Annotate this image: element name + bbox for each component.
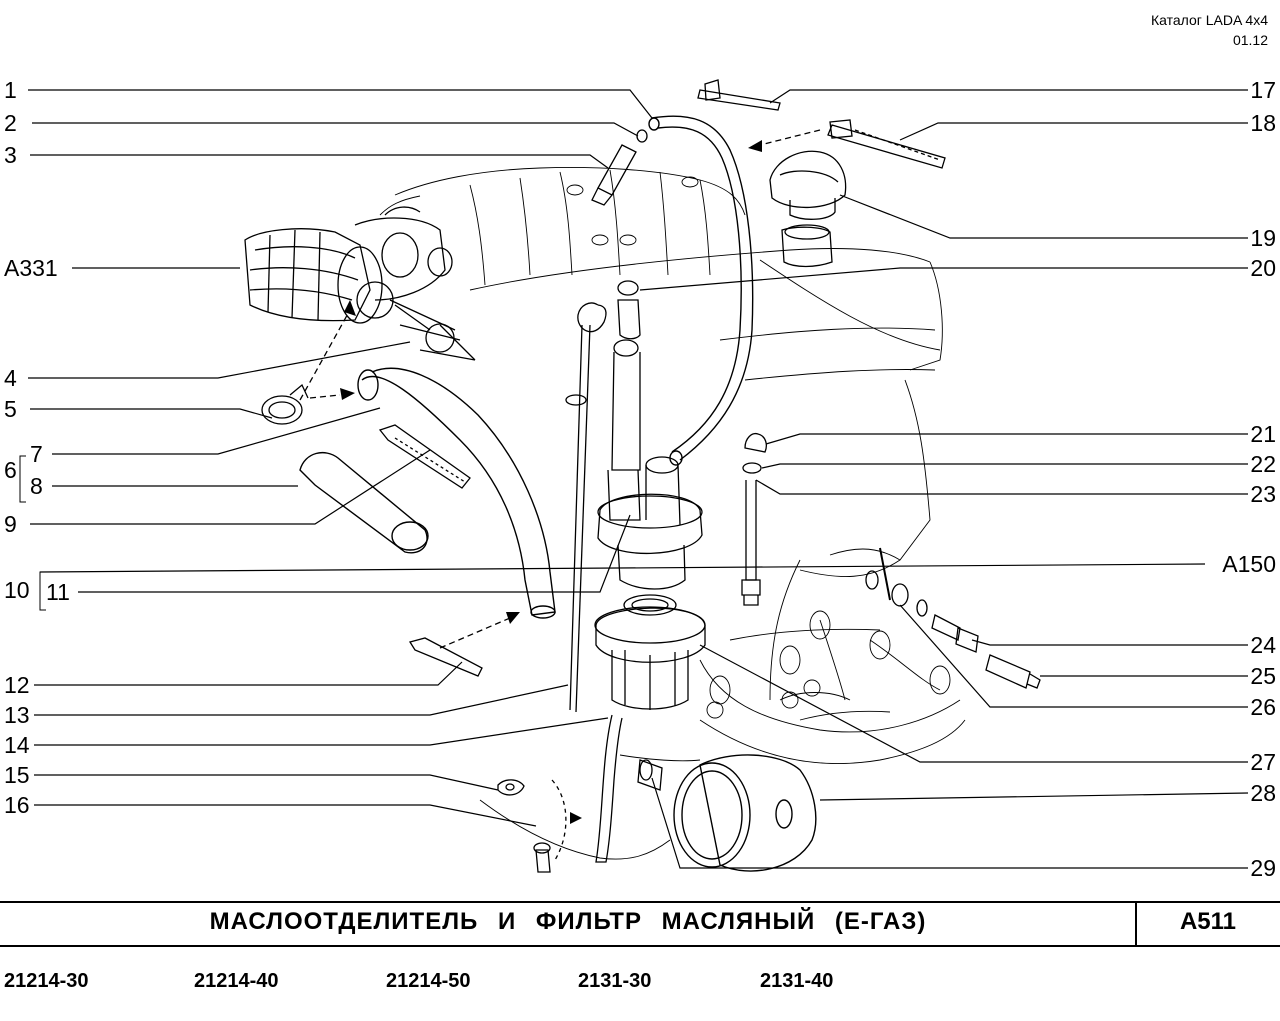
callout-a150: А150 bbox=[1222, 551, 1276, 577]
callout-4: 4 bbox=[4, 365, 17, 391]
callout-5: 5 bbox=[4, 396, 17, 422]
catalog-name: Каталог LADA 4x4 bbox=[1150, 12, 1268, 28]
fitting-parts-2-3 bbox=[591, 129, 648, 206]
oil-filler-cap bbox=[769, 150, 847, 268]
callout-24: 24 bbox=[1250, 632, 1276, 658]
callout-29: 29 bbox=[1250, 855, 1276, 881]
hose-9 bbox=[299, 451, 429, 554]
model-item: 2131-40 bbox=[760, 970, 834, 992]
callout-a331: А331 bbox=[4, 255, 58, 281]
model-item: 21214-50 bbox=[386, 970, 471, 992]
callout-14: 14 bbox=[4, 732, 30, 758]
sheet-code: А511 bbox=[1179, 908, 1237, 935]
callout-22: 22 bbox=[1250, 451, 1276, 477]
clamp-parts-17-18 bbox=[697, 79, 946, 169]
callout-13: 13 bbox=[4, 702, 30, 728]
callout-10: 10 bbox=[4, 577, 30, 603]
callout-15: 15 bbox=[4, 762, 30, 788]
model-item: 21214-30 bbox=[4, 970, 89, 992]
separator-pipe bbox=[611, 280, 641, 471]
catalog-date: 01.12 bbox=[1232, 32, 1268, 48]
callout-19: 19 bbox=[1250, 225, 1276, 251]
callout-20: 20 bbox=[1250, 255, 1276, 281]
callout-18: 18 bbox=[1250, 110, 1276, 136]
page-title: МАСЛООТДЕЛИТЕЛЬ И ФИЛЬТР МАСЛЯНЫЙ (Е-ГАЗ… bbox=[209, 908, 927, 935]
callout-26: 26 bbox=[1250, 694, 1276, 720]
title-block-lines bbox=[0, 901, 1280, 947]
callout-23: 23 bbox=[1250, 481, 1276, 507]
clamp-5 bbox=[261, 383, 309, 425]
callout-17: 17 bbox=[1250, 77, 1276, 103]
leader-lines bbox=[19, 89, 1249, 869]
sensor-parts-24-26 bbox=[865, 547, 1041, 689]
breather-hose bbox=[648, 115, 754, 466]
callout-2: 2 bbox=[4, 110, 17, 136]
callout-27: 27 bbox=[1250, 749, 1276, 775]
callout-11: 11 bbox=[46, 579, 70, 605]
callout-3: 3 bbox=[4, 142, 17, 168]
callout-28: 28 bbox=[1250, 780, 1276, 806]
oil-dipstick bbox=[565, 302, 607, 713]
oil-filter bbox=[673, 754, 817, 872]
bolt-parts-21-23 bbox=[741, 432, 767, 606]
callout-16: 16 bbox=[4, 792, 30, 818]
callout-6: 6 bbox=[4, 457, 17, 483]
assembly-arrows bbox=[299, 129, 821, 649]
callout-12: 12 bbox=[4, 672, 30, 698]
oil-separator bbox=[594, 456, 706, 710]
arrow-heads bbox=[340, 140, 762, 824]
model-item: 2131-30 bbox=[578, 970, 652, 992]
lower-parts-12-16 bbox=[408, 637, 623, 873]
callout-21: 21 bbox=[1250, 421, 1276, 447]
engine-block-outline bbox=[379, 167, 966, 860]
callout-8: 8 bbox=[30, 473, 43, 499]
callout-7: 7 bbox=[30, 441, 43, 467]
hose-7 bbox=[357, 367, 556, 619]
model-item: 21214-40 bbox=[194, 970, 279, 992]
nipple-29 bbox=[637, 759, 663, 791]
throttle-body bbox=[244, 206, 476, 361]
callout-1: 1 bbox=[4, 77, 17, 103]
callout-9: 9 bbox=[4, 511, 17, 537]
clamp-8 bbox=[378, 424, 471, 489]
callout-25: 25 bbox=[1250, 663, 1276, 689]
